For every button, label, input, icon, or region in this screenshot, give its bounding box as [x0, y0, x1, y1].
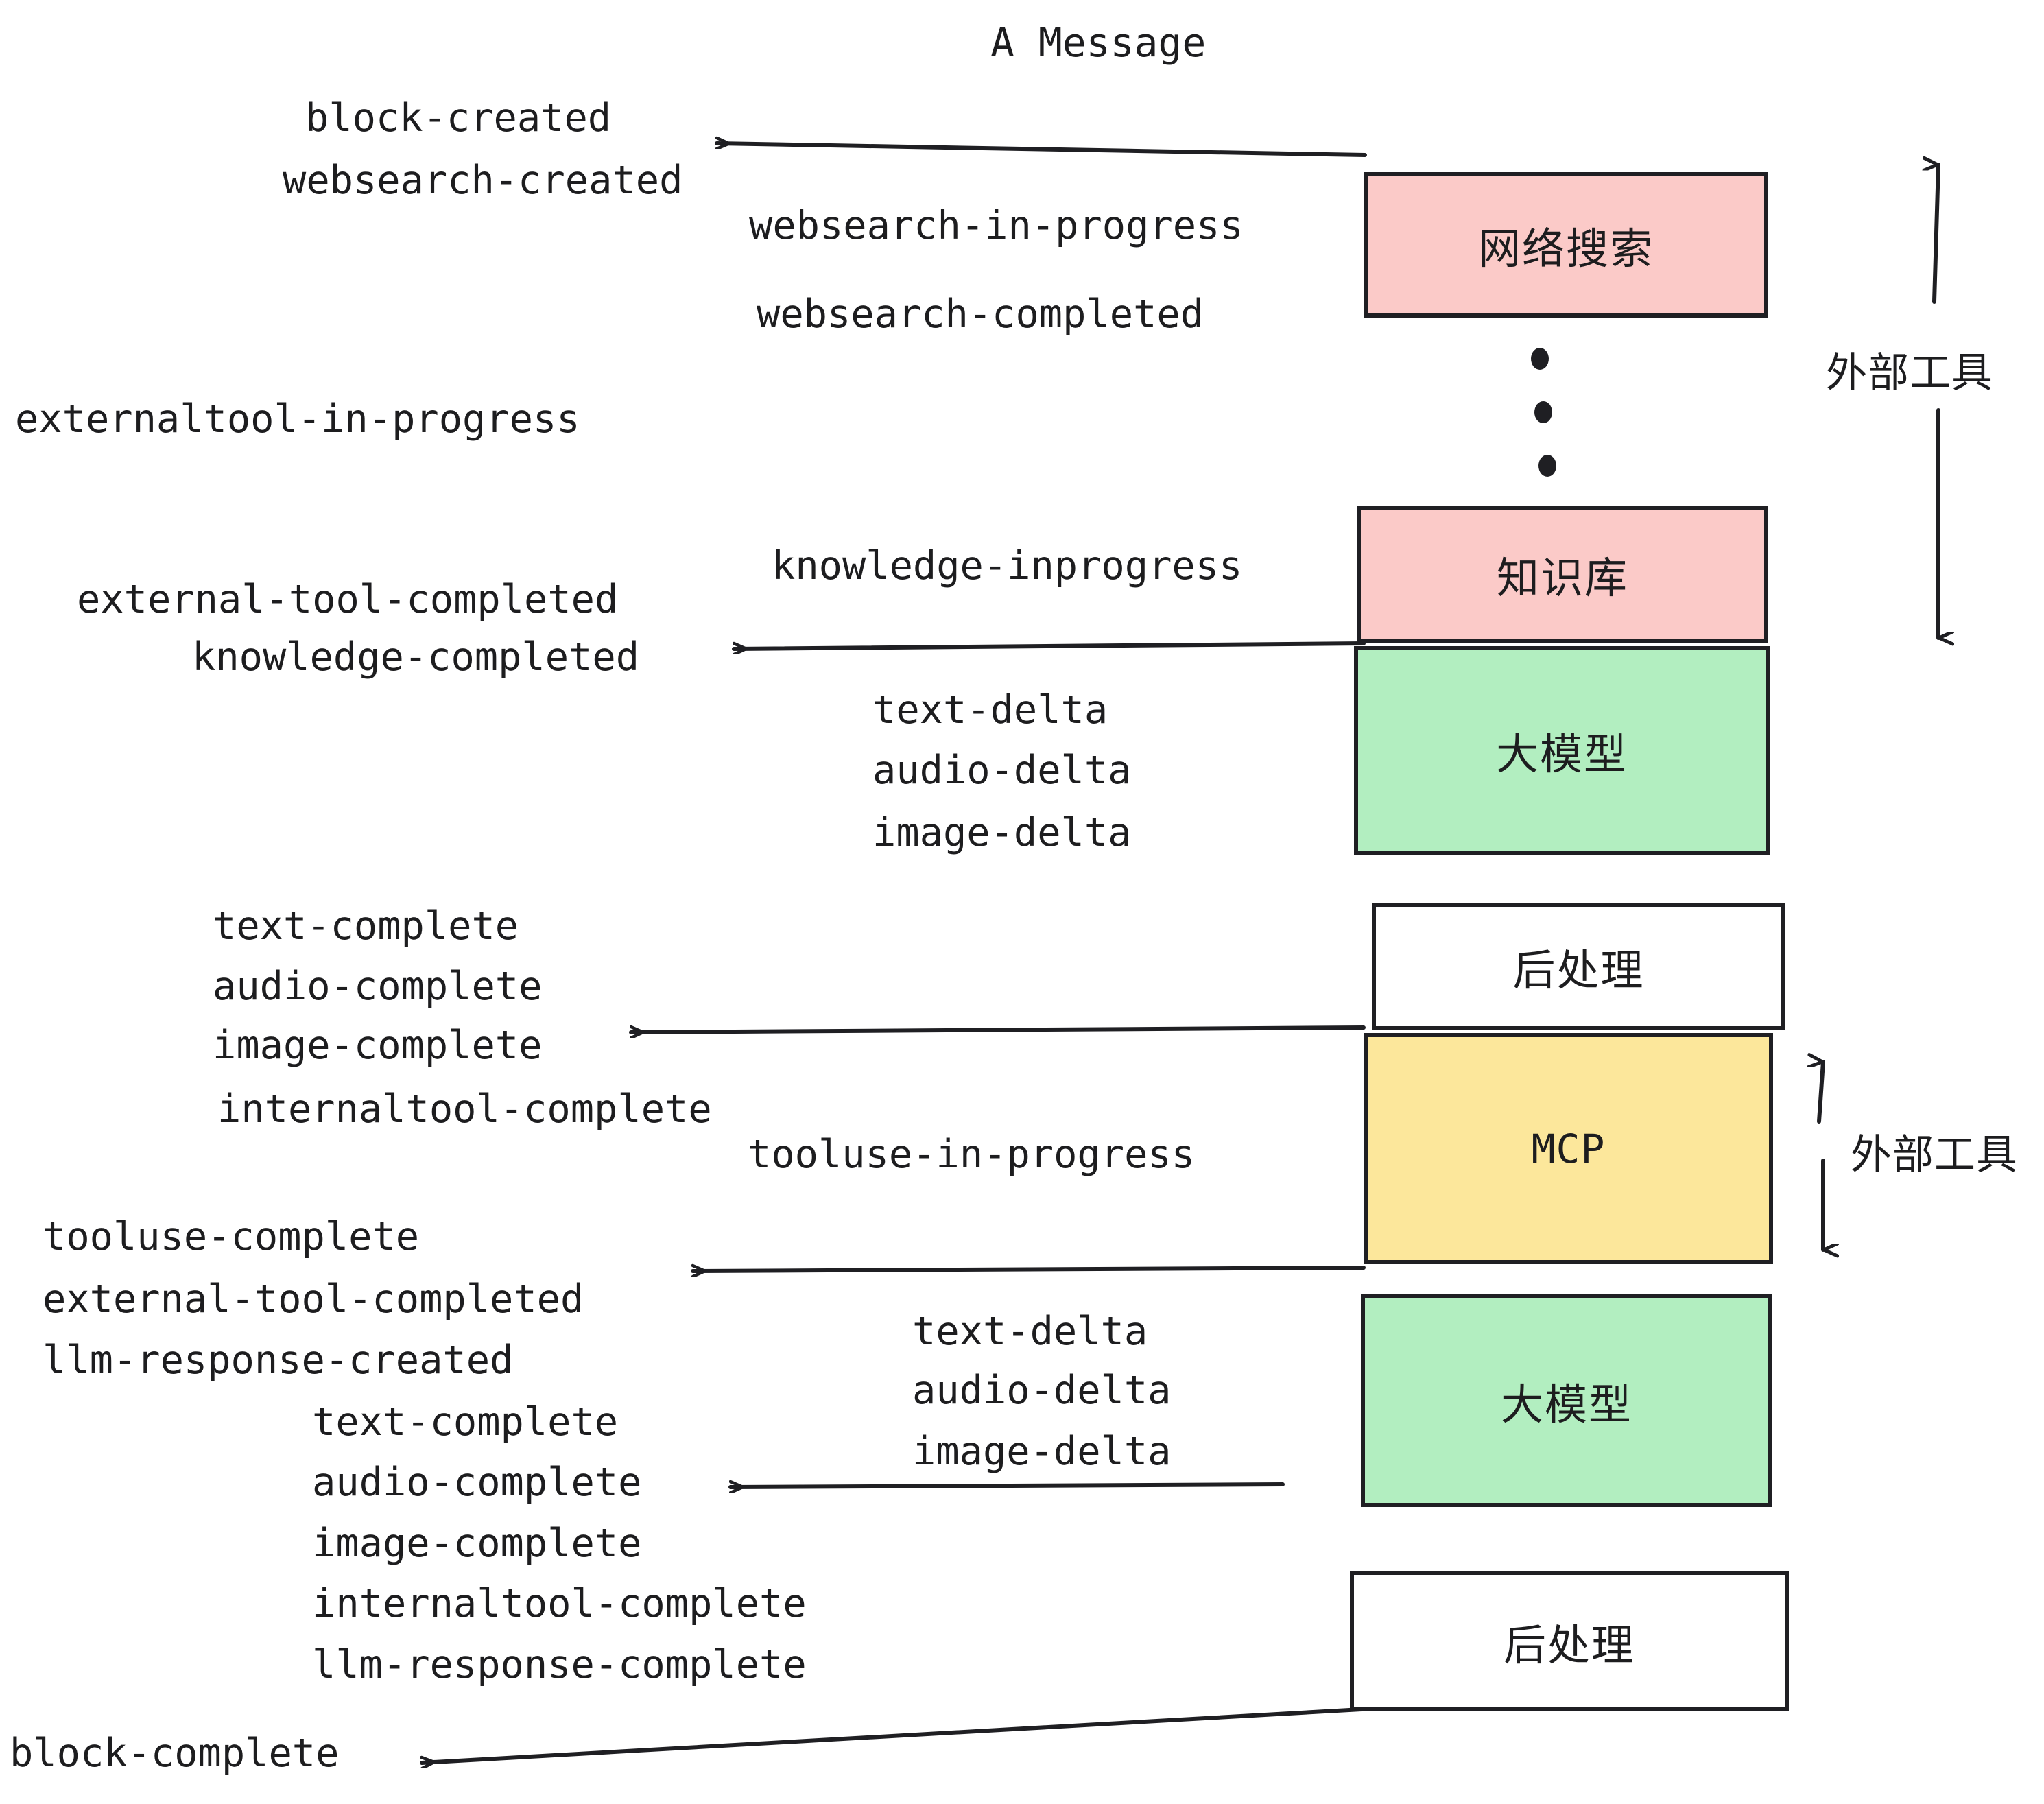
event-audio-delta-1: audio-delta — [872, 748, 1132, 793]
event-text-delta-1: text-delta — [872, 687, 1108, 733]
event-image-complete-1: image-complete — [213, 1023, 543, 1068]
event-llm-response-complete: llm-response-complete — [312, 1642, 807, 1687]
label-external-tools-bottom: 外部工具 — [1851, 1131, 2018, 1179]
arrow-postprocess-to-imagecomplete — [629, 1028, 1366, 1032]
box-postprocess-top[interactable]: 后处理 — [1372, 903, 1785, 1030]
box-llm-bottom[interactable]: 大模型 — [1361, 1294, 1772, 1507]
event-image-complete-2: image-complete — [312, 1521, 642, 1566]
box-postprocess-top-label: 后处理 — [1512, 945, 1645, 995]
ellipsis-dot-3 — [1538, 455, 1556, 477]
box-websearch[interactable]: 网络搜索 — [1364, 172, 1768, 318]
box-postprocess-bottom[interactable]: 后处理 — [1350, 1571, 1789, 1711]
event-websearch-in-progress: websearch-in-progress — [749, 203, 1244, 248]
event-block-created: block-created — [305, 95, 612, 141]
box-llm-top-label: 大模型 — [1495, 729, 1628, 779]
event-tooluse-complete: tooluse-complete — [43, 1214, 420, 1259]
event-external-tool-completed-2: external-tool-completed — [43, 1277, 584, 1322]
arrow-websearch-to-blockcreated — [715, 143, 1367, 157]
box-knowledge[interactable]: 知识库 — [1357, 506, 1768, 643]
event-websearch-completed: websearch-completed — [757, 292, 1204, 337]
page-title: A Message — [990, 19, 1207, 66]
box-mcp[interactable]: MCP — [1364, 1033, 1773, 1264]
ellipsis-dot-2 — [1534, 401, 1552, 423]
event-tooluse-in-progress: tooluse-in-progress — [748, 1132, 1196, 1177]
box-knowledge-label: 知识库 — [1496, 553, 1628, 603]
event-internaltool-complete-2: internaltool-complete — [312, 1581, 807, 1626]
event-externaltool-in-progress: externaltool-in-progress — [15, 396, 580, 442]
event-llm-response-created: llm-response-created — [43, 1338, 514, 1383]
event-block-complete: block-complete — [10, 1731, 340, 1776]
label-external-tools-top: 外部工具 — [1826, 349, 1993, 397]
box-llm-bottom-label: 大模型 — [1500, 1379, 1632, 1429]
ellipsis-dot-1 — [1531, 348, 1549, 370]
arrow-mcp-to-toolusecomplete — [691, 1268, 1366, 1271]
event-audio-complete-1: audio-complete — [213, 964, 543, 1009]
event-audio-complete-2: audio-complete — [312, 1460, 642, 1505]
event-audio-delta-2: audio-delta — [912, 1368, 1172, 1413]
event-websearch-created: websearch-created — [283, 158, 683, 203]
event-external-tool-completed-1: external-tool-completed — [77, 577, 619, 622]
event-text-complete-2: text-complete — [312, 1399, 619, 1445]
arrow-knowledge-to-completed — [732, 641, 1366, 649]
event-knowledge-inprogress: knowledge-inprogress — [772, 543, 1243, 589]
event-knowledge-completed: knowledge-completed — [192, 634, 640, 680]
event-image-delta-1: image-delta — [872, 810, 1132, 855]
arrow-external-tools-bottom-up — [1819, 1062, 1825, 1124]
arrow-llm-to-audiocomplete — [728, 1484, 1285, 1487]
arrow-external-tools-top-up — [1934, 165, 1940, 304]
event-text-delta-2: text-delta — [912, 1309, 1148, 1354]
box-postprocess-bottom-label: 后处理 — [1503, 1619, 1635, 1670]
event-internaltool-complete-1: internaltool-complete — [217, 1087, 712, 1132]
box-llm-top[interactable]: 大模型 — [1354, 646, 1770, 855]
box-mcp-label: MCP — [1531, 1125, 1606, 1172]
event-text-complete-1: text-complete — [213, 903, 519, 949]
box-websearch-label: 网络搜索 — [1477, 224, 1654, 274]
arrow-postprocess-to-blockcomplete — [420, 1707, 1364, 1763]
event-image-delta-2: image-delta — [912, 1429, 1172, 1474]
